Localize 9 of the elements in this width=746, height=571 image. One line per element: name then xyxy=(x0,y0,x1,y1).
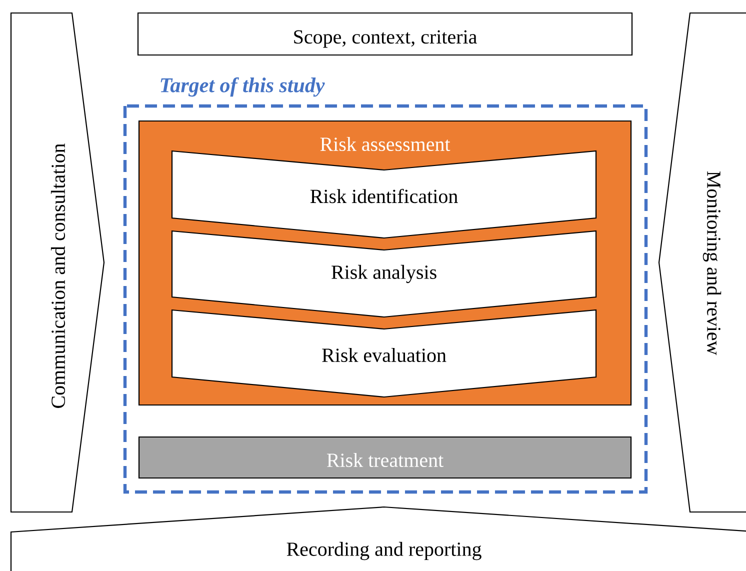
side-arrow-panel: Communication and consultation xyxy=(10,12,105,513)
side-arrow-panel: Monitoring and review xyxy=(658,12,746,513)
process-box: Scope, context, criteria xyxy=(137,12,633,56)
frame-title: Target of this study xyxy=(160,77,325,97)
bottom-banner: Recording and reporting xyxy=(10,506,746,571)
chevron-step: Risk analysis xyxy=(171,230,597,318)
chevron-step: Risk identification xyxy=(171,150,597,239)
treatment-box: Risk treatment xyxy=(138,436,632,479)
chevron-step: Risk evaluation xyxy=(171,309,597,398)
